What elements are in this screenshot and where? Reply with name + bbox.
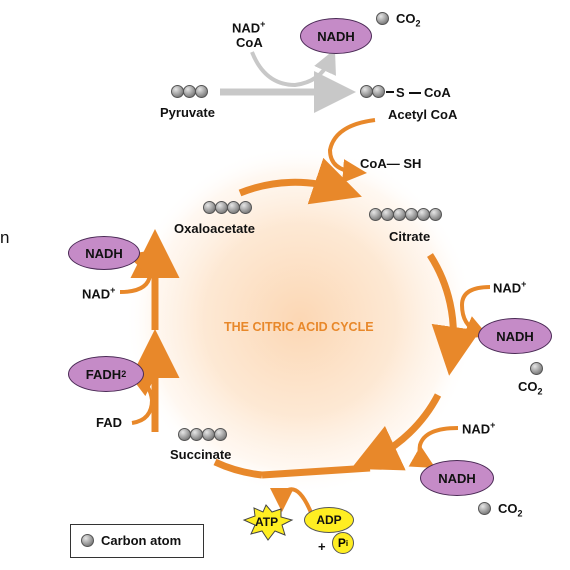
legend-label: Carbon atom	[101, 533, 182, 548]
cycle-title: THE CITRIC ACID CYCLE	[224, 320, 374, 334]
pyruvate-carbon-3	[195, 85, 208, 98]
carbon-atom-top	[376, 12, 389, 25]
edge-fragment-text: n	[0, 228, 10, 247]
acetyl-bond-2	[409, 92, 421, 94]
arrow-fad-fadh2	[129, 374, 157, 425]
coa-sh-label: CoA— SH	[360, 156, 422, 171]
atp-label: ATP	[255, 515, 279, 529]
arrow-adp-atp	[270, 487, 314, 516]
arrow-bottom-to-succinate	[213, 458, 263, 479]
carbon-atom-right-1	[530, 362, 543, 375]
nad-plus-left-label: NAD+	[82, 285, 116, 302]
arrow-oxaloacetate-to-citrate	[238, 157, 362, 205]
acetyl-carbon-2	[372, 85, 385, 98]
oxaloacetate-label: Oxaloacetate	[174, 221, 255, 236]
legend-carbon-icon	[81, 534, 94, 547]
citrate-label: Citrate	[389, 229, 431, 244]
nadh-right-1-oval: NADH	[478, 318, 552, 354]
legend-box: Carbon atom	[70, 524, 204, 558]
arrow-citrate-step	[427, 253, 481, 376]
succinate-label: Succinate	[170, 447, 232, 462]
nad-plus-right-2-label: NAD+	[462, 420, 496, 437]
nadh-right-2-oval: NADH	[420, 460, 494, 496]
coa-top-label: CoA	[236, 35, 263, 50]
adp-oval: ADP	[304, 507, 354, 533]
arrow-bottom-segment	[261, 464, 371, 479]
acetyl-bond-1	[386, 91, 394, 93]
co2-right-1-label: CO2	[518, 379, 543, 397]
arrow-nad-to-nadh-top	[250, 49, 336, 88]
nadh-top-oval: NADH	[300, 18, 372, 54]
fad-label: FAD	[96, 415, 122, 430]
acetyl-coa-label: Acetyl CoA	[388, 107, 458, 122]
plus-label: +	[318, 539, 326, 554]
arrow-nad-nadh-left	[119, 250, 154, 294]
co2-top-label: CO2	[396, 11, 421, 29]
nadh-left-oval: NADH	[68, 236, 140, 270]
cycle-glow	[125, 145, 475, 495]
arrow-to-succinate	[350, 393, 442, 471]
acetyl-s-label: S	[396, 85, 405, 100]
arrow-nad-nadh-right-1	[459, 285, 491, 339]
co2-right-2-label: CO2	[498, 501, 523, 519]
nad-plus-top-label: NAD+	[232, 19, 266, 36]
pyruvate-label: Pyruvate	[160, 105, 215, 120]
arrow-nad-nadh-right-2	[408, 426, 459, 468]
carbon-atom-right-2	[478, 502, 491, 515]
citrate-carbon-6	[429, 208, 442, 221]
acetyl-coa-group-label: CoA	[424, 85, 451, 100]
nad-plus-right-1-label: NAD+	[493, 279, 527, 296]
atp-starburst	[242, 504, 294, 541]
oxaloacetate-carbon-4	[239, 201, 252, 214]
arrow-acetylcoa-in	[327, 118, 376, 183]
succinate-carbon-4	[214, 428, 227, 441]
